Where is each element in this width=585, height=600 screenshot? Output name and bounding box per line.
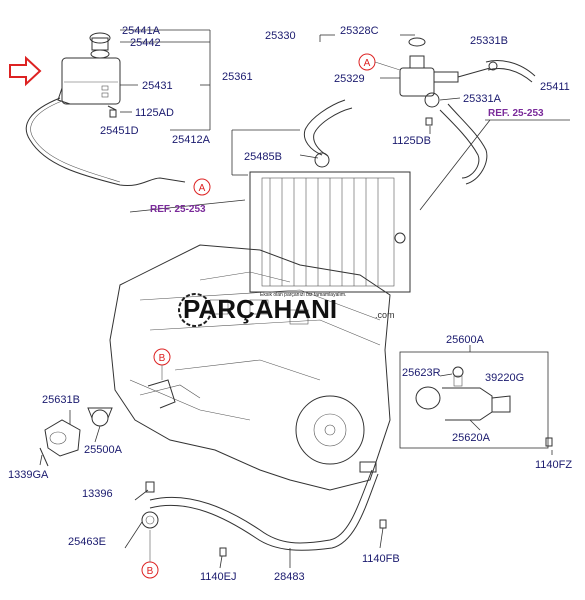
label-25441A: 25441A	[122, 25, 161, 37]
label-25331A: 25331A	[463, 93, 502, 105]
inlet-housing-box	[399, 351, 549, 449]
label-25361: 25361	[222, 71, 253, 83]
label-25623R: 25623R	[402, 367, 441, 379]
label-25620A: 25620A	[452, 432, 491, 444]
engine-block	[109, 244, 391, 491]
label-1140FB: 1140FB	[362, 553, 400, 565]
watermark-tagline: Eksik olan parçanızı biz tamamlayalım.	[260, 292, 346, 298]
inlet-housing	[415, 366, 511, 421]
label-25463E: 25463E	[68, 536, 106, 548]
label-1140FZ: 1140FZ	[535, 459, 572, 471]
marker-b-bottom: B	[141, 530, 159, 579]
indicator-arrow-icon	[9, 55, 42, 87]
reservoir-tank	[57, 32, 121, 111]
svg-text:B: B	[147, 566, 154, 577]
radiator	[249, 171, 411, 293]
watermark-domain: .com	[375, 310, 395, 320]
label-39220G: 39220G	[485, 372, 524, 384]
watermark: PARÇAHANI Eksik olan parçanızı biz tamam…	[178, 292, 395, 327]
label-25331B: 25331B	[470, 35, 508, 47]
thermostat-cover	[39, 419, 81, 467]
upper-housing	[399, 37, 536, 108]
label-1125AD: 1125AD	[135, 107, 174, 119]
label-25500A: 25500A	[84, 444, 123, 456]
label-25442: 25442	[130, 37, 161, 49]
label-25431: 25431	[142, 80, 173, 92]
svg-text:A: A	[364, 58, 371, 69]
svg-text:A: A	[199, 183, 206, 194]
marker-a-top: A	[358, 53, 401, 71]
marker-b-engine: B	[153, 348, 171, 380]
label-28483: 28483	[274, 571, 305, 583]
label-25412A: 25412A	[172, 134, 211, 146]
label-25330: 25330	[265, 30, 296, 42]
label-1125DB: 1125DB	[392, 135, 431, 147]
lower-radiator-hose	[439, 109, 480, 179]
label-25329: 25329	[334, 73, 365, 85]
label-13396: 13396	[82, 488, 113, 500]
label-25411: 25411	[540, 81, 570, 93]
label-1339GA: 1339GA	[8, 469, 49, 481]
label-25631B: 25631B	[42, 394, 80, 406]
bypass-pipe	[149, 469, 373, 544]
svg-text:B: B	[159, 353, 166, 364]
leader-lines	[39, 29, 553, 569]
label-1140EJ: 1140EJ	[200, 571, 237, 583]
label-25451D: 25451D	[100, 125, 139, 137]
watermark-brand: PARÇAHANI	[183, 294, 337, 324]
ref-left: REF. 25-253	[150, 204, 206, 215]
upper-radiator-hose	[303, 99, 346, 156]
label-25485B: 25485B	[244, 151, 282, 163]
marker-a-left: A	[193, 178, 211, 196]
label-25328C: 25328C	[340, 25, 379, 37]
ref-right: REF. 25-253	[488, 108, 544, 119]
overflow-hose	[25, 97, 186, 187]
thermostat	[87, 407, 113, 427]
engine-outlet	[147, 379, 176, 409]
label-25600A: 25600A	[446, 334, 485, 346]
